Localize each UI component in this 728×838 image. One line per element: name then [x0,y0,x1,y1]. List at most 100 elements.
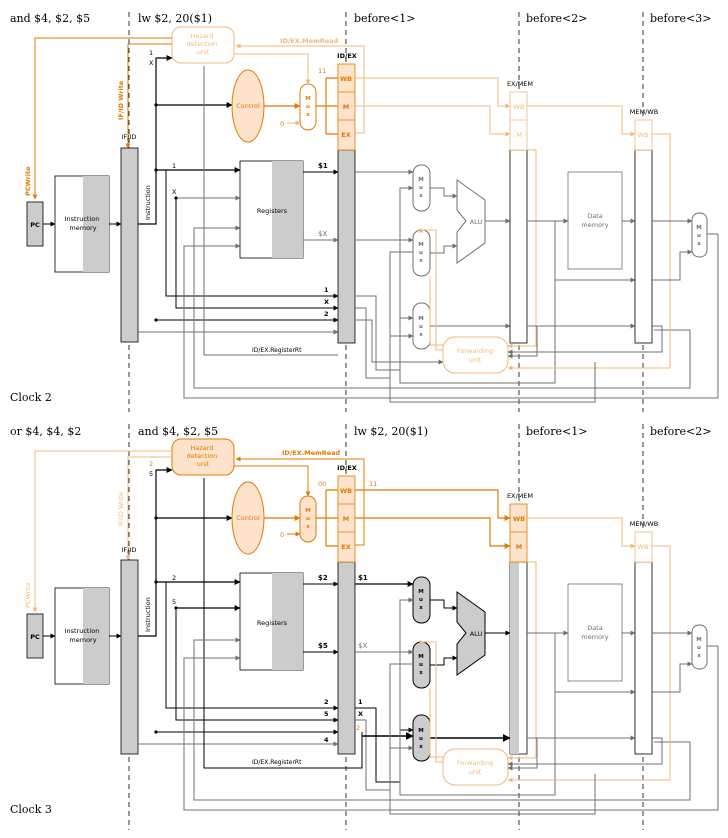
clock-label: Clock 3 [10,803,52,816]
memwb-label: MEM/WB [630,520,658,528]
instruction-bus [138,467,173,637]
hazard-to-mux [234,53,311,85]
memwb-label: MEM/WB [630,108,658,116]
hazard-label: Hazard detection unit [187,444,220,468]
ifid-reg1-value: 1 [172,162,176,170]
ifid-label: IF/ID [122,546,137,554]
control-code: 00 [318,480,326,488]
idex-wb: WB [340,487,352,495]
ifid-label: IF/ID [122,133,137,141]
idex-rt-a: 2 [324,698,329,706]
idex-register [337,561,356,755]
idex-rt-b: X [324,298,329,306]
exmem-control-box [509,503,528,563]
idex-label: ID/EX [337,464,357,472]
mux-to-idex [316,489,338,547]
idex-m: M [343,515,349,523]
instruction-label: Instruction [144,597,152,632]
registers-label: Registers [257,619,288,627]
idex-rd: 2 [324,310,329,318]
idex-ex: EX [341,543,350,551]
clock2-panel: and $4, $2, $5 lw $2, 20($1) before<1> b… [10,12,719,412]
hazard-to-mux [234,465,311,497]
bus-rt-down [175,608,339,723]
exmem-wb: WB [514,103,525,111]
stage-label-wb: before<3> [650,12,711,25]
data-memory [567,171,623,270]
ifid-reg1-value: 2 [172,574,176,582]
rf-read1-value: $2 [318,574,328,582]
idex-m: M [343,103,349,111]
hazard-input-1: 2 [149,460,153,468]
zero-label: 0 [280,120,284,128]
instruction-label: Instruction [144,185,152,220]
memread-wire [235,456,365,546]
ifid-register [120,147,139,343]
writereg-wire [193,637,691,801]
alu-label: ALU [470,218,483,226]
idex-out-rt-a: 1 [358,698,363,706]
exmem-m: M [516,131,522,139]
ifid-write-wire [125,43,172,149]
hazard-label: Hazard detection unit [187,32,220,56]
exmem-wb: WB [513,515,525,523]
memwb-register [634,561,653,755]
stage-label-mem: before<1> [526,425,587,438]
hazard-input-2: 5 [149,470,153,478]
clock-label: Clock 2 [10,391,52,404]
ifid-reg2-value: X [172,188,177,196]
idex-label: ID/EX [337,52,357,60]
bus-rt-down [175,198,339,311]
idex-rt-a: 1 [324,286,329,294]
writeback-mux [691,212,708,258]
idex-out-rt-b: X [358,710,363,718]
hazard-rt-wire [203,478,363,769]
memwb-wb: WB [638,543,649,551]
exmem-label: EX/MEM [507,80,533,88]
exmem-register-shade [510,562,519,754]
idex-out-rd: 2 [356,724,360,732]
exmem-control-box [509,91,528,151]
control-label: Control [236,102,260,110]
registerrt-label: ID/EX.RegisterRt [252,347,302,354]
data-memory [567,583,623,682]
writereg-wire [193,225,691,389]
stage-label-id: and $4, $2, $5 [138,425,218,438]
rf-read1-value: $1 [318,162,328,170]
stage-label-wb: before<2> [650,425,711,438]
instruction-bus [138,55,173,225]
stage-label-if: and $4, $2, $5 [10,12,90,25]
memread-label: ID/EX.MemRead [282,449,341,457]
forwarding-unit [442,748,509,786]
exmem-m: M [516,543,522,551]
ifid-register [120,559,139,755]
writeback-mux [691,624,708,670]
pc-label: PC [30,221,40,229]
stage-label-ex: before<1> [354,12,415,25]
ifid-write-label: IF/ID Write [117,492,125,526]
rf-read2-value: $X [318,230,327,238]
zero-label: 0 [280,531,284,539]
hazard-detection-unit [171,26,235,64]
pcwrite-label: PCWrite [24,582,32,608]
registers-label: Registers [257,207,288,215]
stage-label-ex: lw $2, 20($1) [354,425,428,438]
bus-to-reg2 [165,582,339,711]
idex-read2-value: $X [358,642,367,650]
stage-label-id: lw $2, 20($1) [138,12,212,25]
idex-control-box [337,63,356,151]
hazard-rt-wire [203,66,338,356]
register-file-shade [272,573,303,670]
instruction-memory-shade [83,176,109,272]
